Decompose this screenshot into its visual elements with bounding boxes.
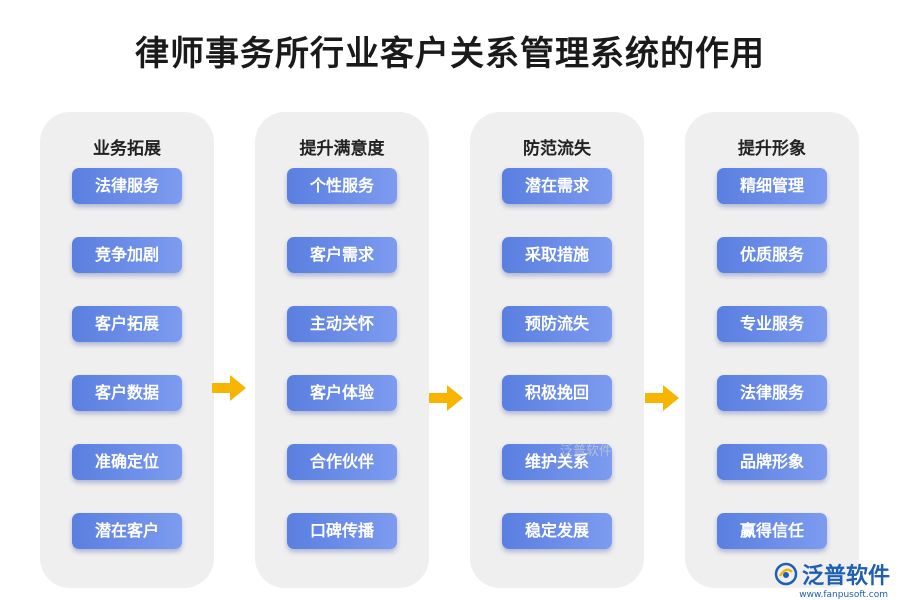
column-heading: 提升形象 — [738, 139, 806, 159]
item-pill: 客户拓展 — [72, 306, 182, 342]
item-pill: 口碑传播 — [287, 513, 397, 549]
item-pill: 赢得信任 — [717, 513, 827, 549]
item-pill: 竞争加剧 — [72, 237, 182, 273]
item-pill: 专业服务 — [717, 306, 827, 342]
column-heading: 业务拓展 — [93, 139, 161, 159]
page-title: 律师事务所行业客户关系管理系统的作用 — [135, 34, 765, 74]
item-pill: 积极挽回 — [502, 375, 612, 411]
item-pill: 客户需求 — [287, 237, 397, 273]
item-pill: 精细管理 — [717, 168, 827, 204]
column-satisfaction: 提升满意度 个性服务 客户需求 主动关怀 客户体验 合作伙伴 口碑传播 — [255, 112, 429, 588]
column-heading: 提升满意度 — [299, 139, 385, 159]
item-pill: 法律服务 — [717, 375, 827, 411]
column-churn-prevention: 防范流失 潜在需求 采取措施 预防流失 积极挽回 维护关系 稳定发展 — [470, 112, 644, 588]
column-image-improvement: 提升形象 精细管理 优质服务 专业服务 法律服务 品牌形象 赢得信任 — [685, 112, 859, 588]
watermark: 泛普软件 — [560, 444, 613, 459]
column-heading: 防范流失 — [523, 139, 591, 159]
item-pill: 客户数据 — [72, 375, 182, 411]
item-pill: 准确定位 — [72, 444, 182, 480]
column-business-expansion: 业务拓展 法律服务 竞争加剧 客户拓展 客户数据 准确定位 潜在客户 — [40, 112, 214, 588]
item-pill: 客户体验 — [287, 375, 397, 411]
item-pill: 维护关系 — [502, 444, 612, 480]
item-pill: 潜在客户 — [72, 513, 182, 549]
brand-logo: 泛普软件 — [774, 558, 890, 590]
item-pill: 潜在需求 — [502, 168, 612, 204]
item-pill: 合作伙伴 — [287, 444, 397, 480]
item-pill: 采取措施 — [502, 237, 612, 273]
logo-url: www.fanpusoft.com — [799, 590, 888, 600]
logo-text: 泛普软件 — [801, 564, 890, 589]
item-pill: 预防流失 — [502, 306, 612, 342]
item-pill: 个性服务 — [287, 168, 397, 204]
item-pill: 法律服务 — [72, 168, 182, 204]
item-pill: 主动关怀 — [287, 306, 397, 342]
item-pill: 品牌形象 — [717, 444, 827, 480]
logo-icon — [774, 562, 798, 586]
item-pill: 优质服务 — [717, 237, 827, 273]
item-pill: 稳定发展 — [502, 513, 612, 549]
